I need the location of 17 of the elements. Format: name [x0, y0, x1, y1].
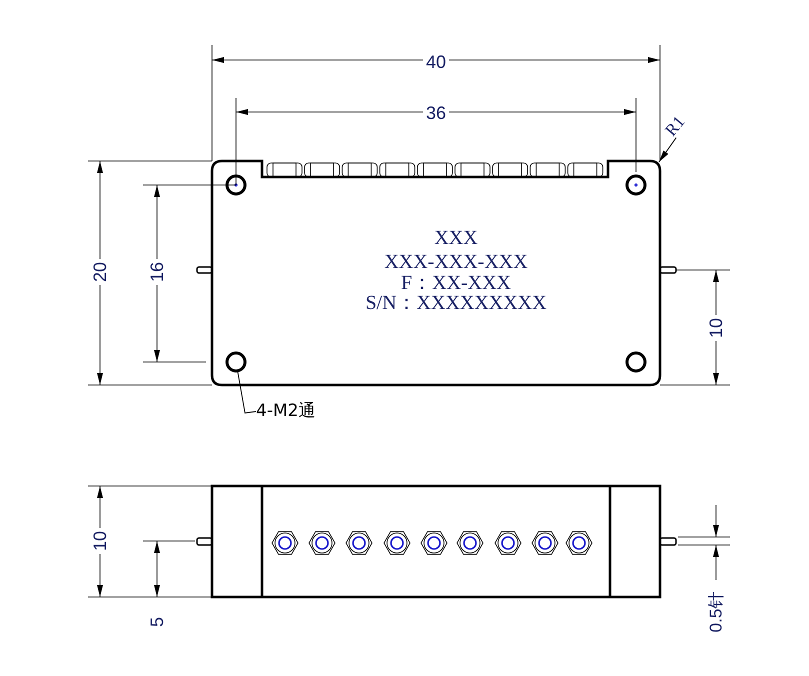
dimension-text: 10: [91, 528, 109, 554]
model-number: XXX-XXX-XXX: [384, 252, 528, 272]
frequency-label: F：XX-XXX: [401, 273, 511, 293]
dimension-text: 10: [707, 314, 725, 342]
dimension-text: 0.5针: [708, 592, 724, 632]
serial-number: S/N：XXXXXXXXX: [365, 293, 547, 313]
dimension-text: 40: [422, 53, 450, 71]
leader-line: [658, 137, 677, 162]
radius-label: R1: [662, 112, 688, 139]
dimension-text: 36: [422, 104, 450, 122]
label-text: XXX: [434, 228, 478, 248]
callout-text: 4-M2通: [256, 403, 316, 420]
leader-line: [237, 371, 256, 414]
dimension-text: 16: [148, 258, 166, 286]
dimension-text: 5: [148, 617, 166, 627]
mounting-hole: [225, 351, 247, 373]
dimension-text: 20: [91, 258, 109, 286]
